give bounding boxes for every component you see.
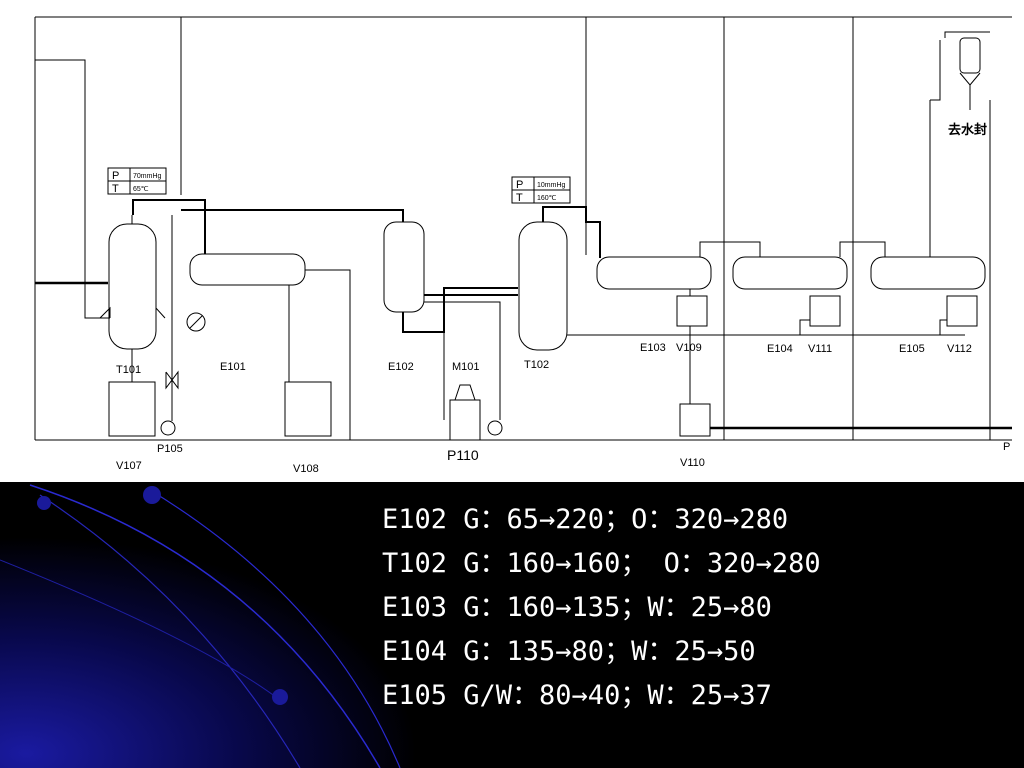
- note-e104: E104 G：135→80；W：25→50: [382, 636, 756, 667]
- label-dewater: 去水封: [948, 122, 987, 138]
- pt1-t-value: 65℃: [133, 186, 149, 193]
- label-v111: V111: [808, 343, 832, 355]
- pt1-t-label: T: [112, 183, 119, 195]
- temperature-notes: E102 G：65→220；O：320→280 T102 G：160→160； …: [382, 498, 821, 718]
- pt1-p-label: P: [112, 170, 119, 182]
- pt2-t-label: T: [516, 192, 523, 204]
- decor-dot-3: [272, 689, 288, 705]
- label-t102: T102: [524, 359, 549, 371]
- decor-arc-3: [149, 489, 401, 768]
- pt1-p-value: 70mmHg: [133, 173, 162, 180]
- pt2-t-value: 160℃: [537, 195, 557, 202]
- label-v110: V110: [680, 457, 705, 469]
- label-e105: E105: [899, 343, 925, 355]
- label-v108: V108: [293, 463, 319, 475]
- note-e103: E103 G：160→135；W：25→80: [382, 592, 772, 623]
- label-v107: V107: [116, 460, 142, 472]
- label-t101: T101: [116, 364, 141, 376]
- label-e103: E103: [640, 342, 666, 354]
- note-e102: E102 G：65→220；O：320→280: [382, 504, 789, 535]
- pt2-p-label: P: [516, 179, 523, 191]
- decor-arc-1: [29, 484, 381, 768]
- decor-arc-4: [0, 559, 281, 701]
- pt2-p-value: 10mmHg: [537, 182, 566, 189]
- pt-panel-2: P 10mmHg T 160℃: [511, 176, 571, 204]
- decor-dot-1: [37, 496, 51, 510]
- decor-arc-2: [39, 494, 301, 768]
- note-t102: T102 G：160→160； O：320→280: [382, 548, 821, 579]
- pt-panel-1: P 70mmHg T 65℃: [107, 167, 167, 195]
- label-e101: E101: [220, 361, 246, 373]
- process-flow-diagram: P 70mmHg T 65℃ P 10mmHg T 160℃ T101 E101…: [0, 0, 1024, 482]
- label-v109: V109: [676, 342, 702, 354]
- decor-dot-2: [143, 486, 161, 504]
- label-v112: V112: [947, 343, 972, 355]
- label-p-cut: P: [1003, 441, 1010, 453]
- note-e105: E105 G/W：80→40；W：25→37: [382, 680, 772, 711]
- label-p105: P105: [157, 443, 183, 455]
- label-m101: M101: [452, 361, 480, 373]
- label-e102: E102: [388, 361, 414, 373]
- label-e104: E104: [767, 343, 793, 355]
- label-p110: P110: [447, 447, 479, 463]
